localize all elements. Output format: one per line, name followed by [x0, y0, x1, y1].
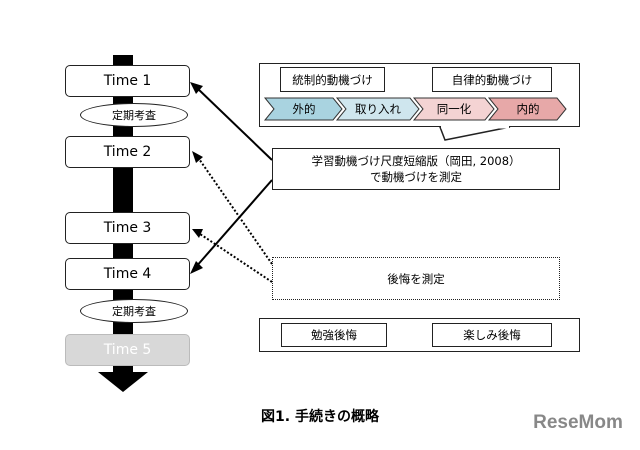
exam-2: 定期考査 — [80, 299, 188, 323]
chevron-2 — [335, 97, 420, 121]
measure-motivation-box: 学習動機づけ尺度短縮版（岡田, 2008） で動機づけを測定 — [272, 148, 560, 190]
time-1: Time 1 — [65, 65, 190, 97]
time-5: Time 5 — [65, 334, 190, 366]
chevron-4 — [487, 97, 567, 121]
stage-introjected: 取り入れ — [355, 102, 401, 116]
measure-regret-box: 後悔を測定 — [272, 257, 560, 300]
measure-motivation-line1: 学習動機づけ尺度短縮版（岡田, 2008） — [311, 154, 521, 168]
regret-types-box — [259, 318, 580, 352]
stage-intrinsic: 内的 — [516, 102, 540, 116]
timeline-arrowhead — [98, 372, 148, 392]
time-3: Time 3 — [65, 212, 190, 244]
chevron-1 — [263, 97, 343, 121]
fun-regret-label: 楽しみ後悔 — [432, 323, 552, 347]
resemom-logo: ReseMom — [533, 412, 623, 433]
figure-caption: 図1. 手続きの概略 — [261, 409, 379, 425]
measure-motivation-line2: で動機づけを測定 — [370, 170, 462, 184]
time-4: Time 4 — [65, 258, 190, 290]
study-regret-label: 勉強後悔 — [281, 323, 387, 347]
motivation-box — [259, 63, 580, 127]
chevron-3 — [412, 97, 495, 121]
stage-external: 外的 — [292, 102, 316, 116]
autonomous-label: 自律的動機づけ — [432, 67, 552, 92]
solid-arrows — [194, 86, 273, 269]
controlled-label: 統制的動機づけ — [280, 67, 385, 92]
exam-1: 定期考査 — [80, 103, 188, 127]
dotted-arrows — [196, 155, 273, 283]
time-2: Time 2 — [65, 136, 190, 168]
stage-identified: 同一化 — [436, 102, 472, 116]
